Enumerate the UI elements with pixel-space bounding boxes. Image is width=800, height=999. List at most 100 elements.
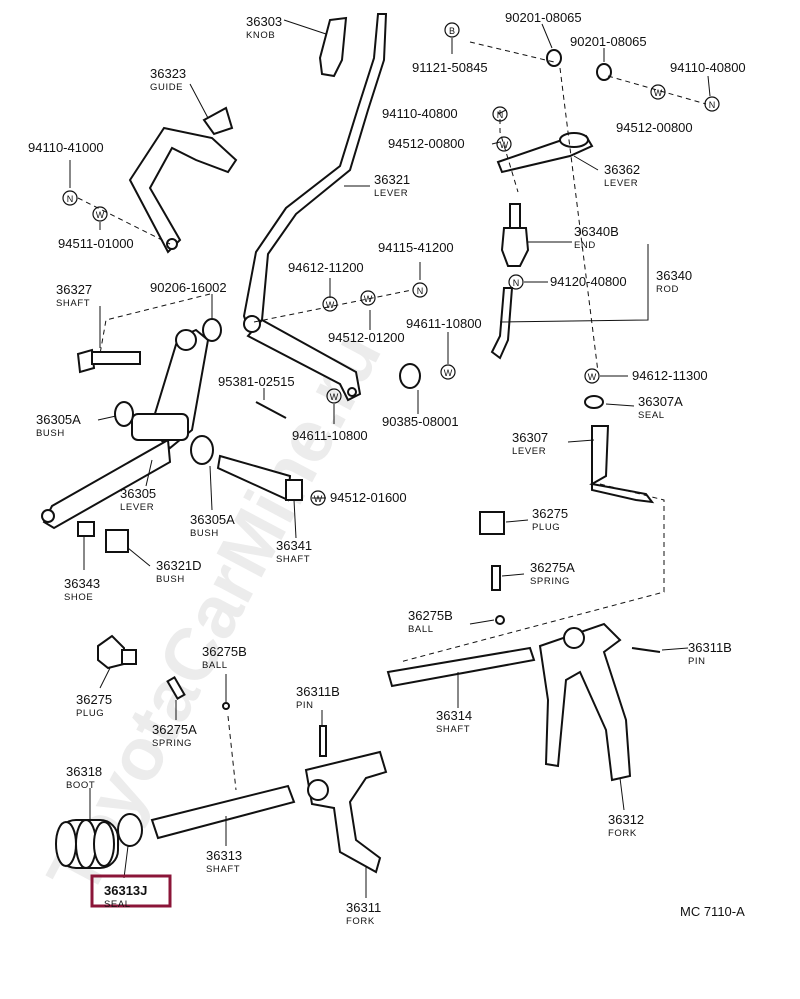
plug-36275-b-thread — [121, 649, 137, 665]
leader — [283, 19, 327, 35]
svg-text:SPRING: SPRING — [530, 576, 570, 587]
callout-36305A-upper[interactable]: 36305A BUSH — [36, 412, 81, 439]
callout-36275B-lower[interactable]: 36275B BALL — [202, 644, 247, 671]
knob-part[interactable] — [318, 16, 348, 78]
callout-36275B-upper[interactable]: 36275B BALL — [408, 608, 453, 635]
shift-lever-part[interactable] — [242, 13, 388, 330]
svg-text:N: N — [497, 110, 504, 120]
callout-36343[interactable]: 36343 SHOE — [64, 576, 100, 603]
highlight-box — [90, 874, 172, 908]
callout-90385-08001[interactable]: 90385-08001 — [382, 414, 459, 429]
callout-94512-00800-b[interactable]: 94512-00800 — [616, 120, 693, 135]
svg-text:36312: 36312 — [608, 812, 644, 827]
callout-36305[interactable]: 36305 LEVER — [120, 486, 156, 513]
leader — [619, 777, 625, 811]
guide-bracket-part[interactable] — [128, 126, 238, 254]
callout-94115-41200[interactable]: 94115-41200 — [378, 240, 454, 255]
callout-90201-08065-a[interactable]: 90201-08065 — [505, 10, 582, 25]
svg-text:SPRING: SPRING — [152, 738, 192, 749]
svg-text:36313J: 36313J — [104, 883, 147, 898]
ball-36275B-a-part — [495, 615, 505, 625]
svg-text:FORK: FORK — [608, 828, 637, 839]
callout-36275-lower[interactable]: 36275 PLUG — [76, 692, 112, 719]
marker-w: W — [496, 136, 512, 152]
svg-text:36321D: 36321D — [156, 558, 202, 573]
svg-text:N: N — [67, 194, 74, 204]
main-lever-eye — [175, 329, 197, 351]
callout-36314[interactable]: 36314 SHAFT — [436, 708, 472, 735]
callout-36340B[interactable]: 36340B END — [574, 224, 619, 251]
svg-text:END: END — [574, 240, 596, 251]
callout-36305A-lower[interactable]: 36305A BUSH — [190, 512, 235, 539]
callout-94110-40800-a[interactable]: 94110-40800 — [670, 60, 746, 75]
shaft-36314-part[interactable] — [386, 646, 536, 688]
callout-36340[interactable]: 36340 ROD — [656, 268, 692, 295]
shoe-part[interactable] — [77, 521, 95, 537]
svg-text:SEAL: SEAL — [104, 899, 131, 910]
callout-36318[interactable]: 36318 BOOT — [66, 764, 102, 791]
callout-90206-16002[interactable]: 90206-16002 — [150, 280, 227, 295]
dash-line — [227, 715, 237, 791]
svg-text:LEVER: LEVER — [604, 178, 638, 189]
callout-36307[interactable]: 36307 LEVER — [512, 430, 548, 457]
svg-text:W: W — [444, 368, 453, 378]
callout-94120-40800[interactable]: 94120-40800 — [550, 274, 627, 289]
shaft-bolt-part[interactable] — [91, 351, 141, 365]
callout-94110-40800-b[interactable]: 94110-40800 — [382, 106, 458, 121]
svg-text:36275: 36275 — [76, 692, 112, 707]
callout-94512-00800-a[interactable]: 94512-00800 — [388, 136, 465, 151]
seal-36313J-part[interactable] — [117, 813, 143, 847]
marker-n: N — [492, 106, 508, 122]
callout-95381-02515[interactable]: 95381-02515 — [218, 374, 295, 389]
marker-w: W — [310, 490, 326, 506]
svg-text:W: W — [588, 372, 597, 382]
svg-text:36305A: 36305A — [36, 412, 81, 427]
fork-36311-part[interactable] — [304, 750, 388, 874]
callout-36323[interactable]: 36323 GUIDE — [150, 66, 186, 93]
callout-94612-11300[interactable]: 94612-11300 — [632, 368, 708, 383]
callout-91121-50845[interactable]: 91121-50845 — [412, 60, 488, 75]
fork-36312-part[interactable] — [538, 622, 632, 782]
callout-36311B-right[interactable]: 36311B PIN — [688, 640, 732, 667]
callout-36321[interactable]: 36321 LEVER — [374, 172, 410, 199]
callout-36275-upper[interactable]: 36275 PLUG — [532, 506, 568, 533]
callout-94611-10800-a[interactable]: 94611-10800 — [406, 316, 482, 331]
svg-text:SHAFT: SHAFT — [436, 724, 470, 735]
diagram-code: MC 7110-A — [680, 904, 745, 919]
callout-36341[interactable]: 36341 SHAFT — [276, 538, 312, 565]
svg-text:36321: 36321 — [374, 172, 410, 187]
bush-left-part[interactable] — [114, 401, 134, 427]
marker-n: N — [704, 96, 720, 112]
callout-36307A[interactable]: 36307A SEAL — [638, 394, 683, 421]
callout-36275A-lower[interactable]: 36275A SPRING — [152, 722, 197, 749]
callout-36313J-highlighted[interactable]: 36313J SEAL — [90, 874, 172, 910]
callout-36275A-upper[interactable]: 36275A SPRING — [530, 560, 575, 587]
callout-36303[interactable]: 36303 KNOB — [246, 14, 282, 41]
main-lever-arm — [42, 438, 172, 530]
callout-36313[interactable]: 36313 SHAFT — [206, 848, 242, 875]
callout-36311B-left[interactable]: 36311B PIN — [296, 684, 340, 711]
bush-right-part[interactable] — [190, 435, 214, 465]
callout-94512-01200[interactable]: 94512-01200 — [328, 330, 405, 345]
callout-36311[interactable]: 36311 FORK — [346, 900, 381, 927]
svg-text:PIN: PIN — [296, 700, 314, 711]
rod-part[interactable] — [490, 287, 514, 360]
shaft-36313-part[interactable] — [150, 784, 296, 840]
svg-text:36343: 36343 — [64, 576, 100, 591]
callout-90201-08065-b[interactable]: 90201-08065 — [570, 34, 647, 49]
rod-end-part[interactable] — [500, 227, 530, 267]
pin-36311B-a-part — [631, 647, 661, 653]
callout-94611-10800-b[interactable]: 94611-10800 — [292, 428, 368, 443]
callout-94612-11200[interactable]: 94612-11200 — [288, 260, 364, 275]
callout-36362[interactable]: 36362 LEVER — [604, 162, 640, 189]
callout-36321D[interactable]: 36321D BUSH — [156, 558, 202, 585]
callout-94110-41000[interactable]: 94110-41000 — [28, 140, 104, 155]
lever-36307-part[interactable] — [589, 425, 655, 504]
bush-36321D-part[interactable] — [105, 529, 129, 553]
callout-36327[interactable]: 36327 SHAFT — [56, 282, 92, 309]
callout-94511-01000[interactable]: 94511-01000 — [58, 236, 134, 251]
callout-36312[interactable]: 36312 FORK — [608, 812, 644, 839]
callout-94512-01600[interactable]: 94512-01600 — [330, 490, 407, 505]
svg-text:GUIDE: GUIDE — [150, 82, 183, 93]
main-lever-arm-eye — [41, 509, 55, 523]
